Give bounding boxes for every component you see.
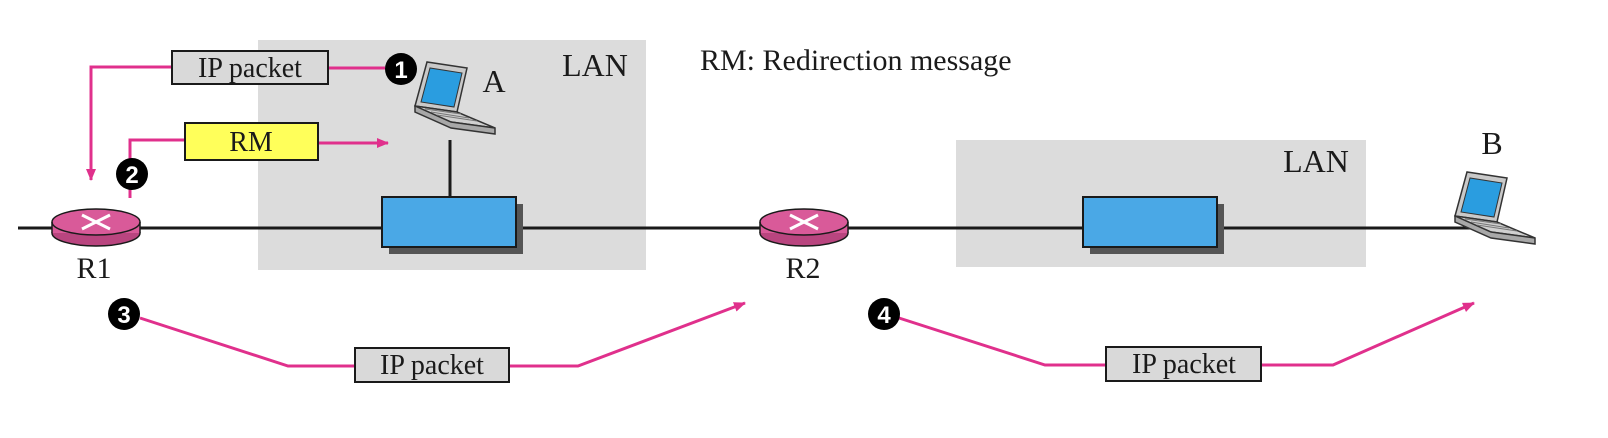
step3-arrow [139, 316, 355, 368]
step4-number: 4 [877, 302, 891, 329]
step1-arrow [86, 65, 172, 181]
step3-badge [108, 298, 140, 330]
host-label-b: B [1481, 125, 1502, 161]
step2-badge [116, 158, 148, 190]
step4-packet-label: IP packet [1132, 349, 1236, 380]
step3-arrow [508, 301, 746, 368]
switch-icon [381, 196, 523, 254]
step4-badge [868, 298, 900, 330]
step4-packet-box [1105, 346, 1262, 382]
lan-label-left: LAN [562, 47, 628, 83]
router-icon [759, 208, 849, 247]
step1-packet-label: IP packet [198, 53, 302, 84]
lan-label-right: LAN [1283, 143, 1349, 179]
step3-packet-label: IP packet [380, 350, 484, 381]
host-label-a: A [482, 63, 505, 99]
step4-arrow [898, 316, 1106, 367]
step3-packet-box [354, 347, 510, 383]
laptop-icon [1454, 171, 1536, 245]
step2-number: 2 [125, 162, 138, 189]
rm-label: RM [229, 127, 273, 158]
step1-badge [385, 53, 417, 85]
step4-arrow [1261, 301, 1475, 367]
step1-packet-box [171, 50, 329, 85]
router-icon [51, 208, 141, 247]
step3-number: 3 [117, 302, 130, 329]
switch-icon [1082, 196, 1224, 254]
rm-box [184, 122, 319, 161]
legend-text: RM: Redirection message [700, 44, 1012, 77]
step1-number: 1 [394, 57, 407, 84]
router-label-r2: R2 [785, 252, 820, 285]
router-label-r1: R1 [76, 252, 111, 285]
